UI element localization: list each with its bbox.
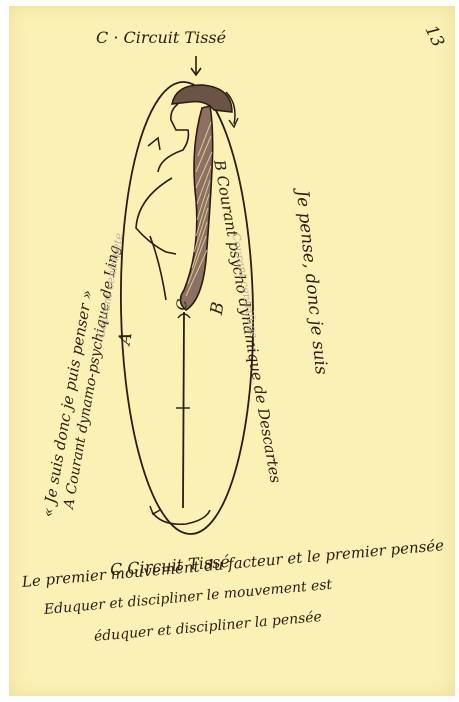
torso-lower-line	[150, 236, 166, 300]
head-profile	[158, 104, 188, 172]
diagram-letter-c: C	[175, 299, 191, 312]
diagram-letter-b: B	[209, 301, 228, 316]
torso-front-line	[136, 178, 176, 254]
central-axis-line	[183, 312, 184, 508]
bottom-cup	[152, 510, 210, 524]
down-arrow-icon	[191, 56, 201, 75]
left-arrow-icon	[148, 138, 160, 150]
